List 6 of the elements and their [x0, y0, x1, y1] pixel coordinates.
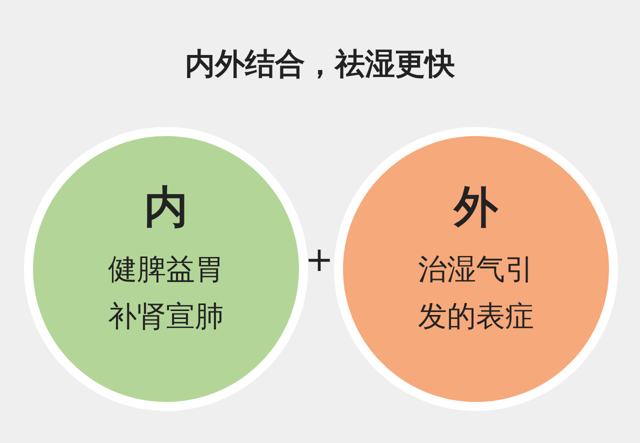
circle-heading: 外 — [454, 184, 498, 232]
circle-text: 健脾益胃补肾宣肺 — [108, 251, 224, 336]
circle-text: 治湿气引发的表症 — [418, 251, 534, 336]
title: 内外结合，祛湿更快 — [185, 46, 455, 84]
circle-heading: 内 — [144, 184, 188, 232]
plus-sign: + — [305, 243, 334, 277]
